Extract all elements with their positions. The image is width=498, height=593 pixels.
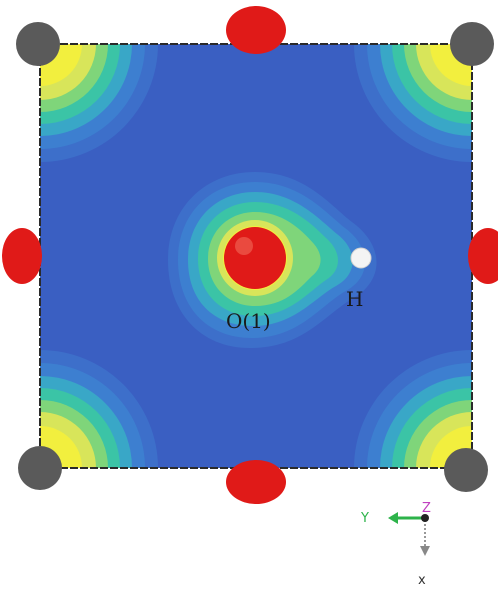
oxygen-atom-right	[468, 228, 498, 284]
oxygen-atom-highlight	[235, 237, 253, 255]
oxygen-atom-left	[2, 228, 42, 284]
edge-oxygen-atoms	[2, 6, 498, 504]
axis-x-label: x	[418, 573, 426, 588]
axis-y-label: Y	[360, 511, 369, 526]
contour-corner-top-right	[354, 44, 472, 162]
corner-atoms	[16, 22, 494, 492]
corner-atom-top-right	[450, 22, 494, 66]
axis-z-label: Z	[422, 501, 431, 516]
oxygen-atom-top	[226, 6, 286, 54]
oxygen-atom-center	[224, 227, 286, 289]
oxygen-label: O(1)	[226, 309, 271, 333]
hydrogen-label: H	[346, 287, 363, 311]
corner-atom-bottom-left	[18, 446, 62, 490]
oxygen-atom-bottom	[226, 460, 286, 504]
hydrogen-atom	[350, 247, 372, 269]
corner-atom-top-left	[16, 22, 60, 66]
axis-indicator: Y Z x	[360, 501, 431, 588]
corner-atom-bottom-right	[444, 448, 488, 492]
